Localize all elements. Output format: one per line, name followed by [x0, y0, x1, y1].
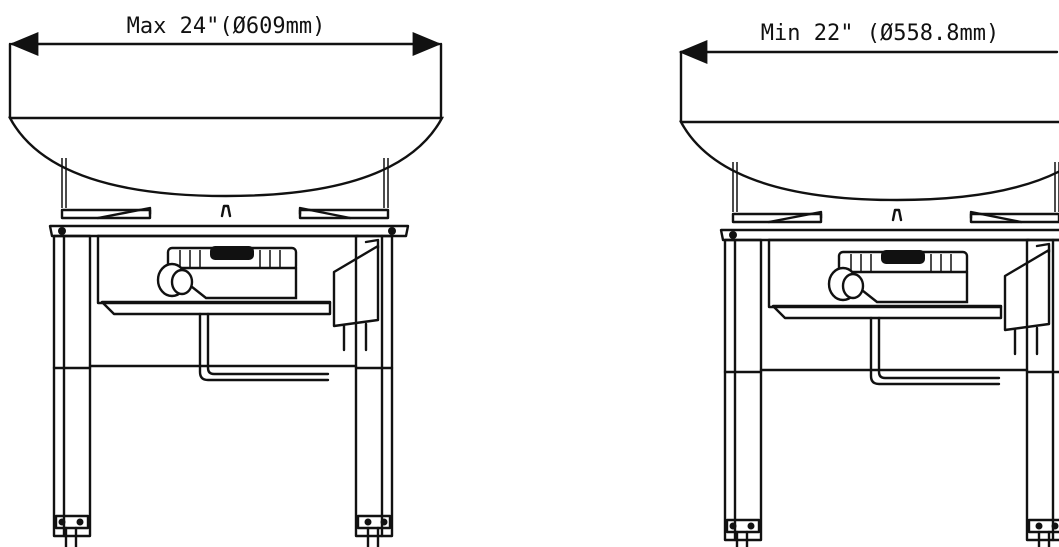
dimension-label-max: Max 24"(Ø609mm)	[127, 14, 326, 39]
view-max: Max 24"(Ø609mm)	[8, 14, 444, 547]
dimension-line-min	[678, 40, 1059, 124]
dimension-line-max	[8, 32, 443, 120]
stand-assembly-max	[8, 116, 444, 547]
dimension-label-min: Min 22" (Ø558.8mm)	[761, 21, 999, 46]
stand-assembly-min	[679, 120, 1059, 547]
view-min: Min 22" (Ø558.8mm)	[678, 21, 1059, 547]
